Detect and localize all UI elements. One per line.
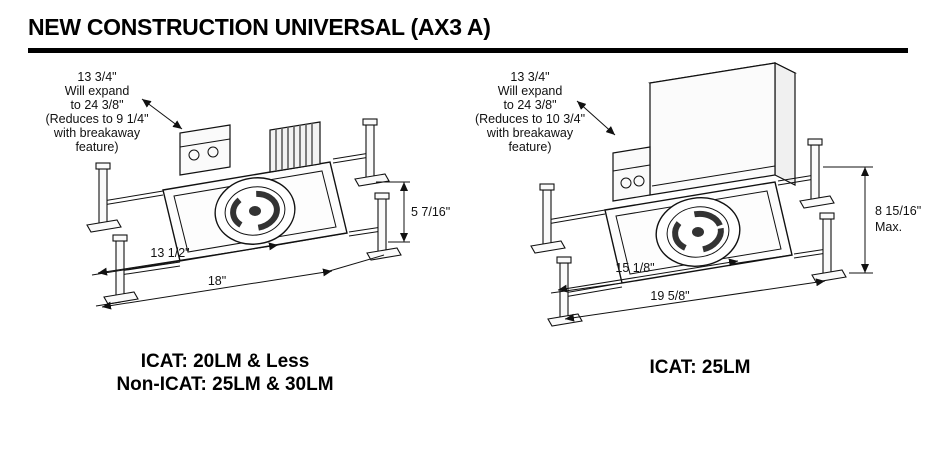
bracket-back-right (810, 144, 820, 206)
note-line: 13 3/4" (77, 70, 116, 84)
knockout-hole (188, 149, 200, 161)
junction-box (179, 124, 231, 176)
width-dimensions: 15 1/8" 19 5/8" (550, 254, 826, 322)
driver-box (269, 121, 321, 173)
height-dimension: 5 7/16" (376, 181, 450, 243)
bracket-back-right (365, 122, 375, 184)
bracket-top-plate (374, 192, 390, 200)
mounting-pan-inner-frame (615, 190, 782, 275)
bracket-top-plate (556, 256, 572, 264)
page-title: NEW CONSTRUCTION UNIVERSAL (AX3 A) (28, 14, 491, 40)
bracket-top-plate (95, 162, 111, 170)
bracket-foot (811, 269, 847, 283)
inner-width-dimension-label: 13 1/2" (150, 246, 189, 260)
bracket-back-left (542, 189, 552, 251)
bracket-front-left (559, 262, 569, 324)
height-dimension: 8 15/16" Max. (823, 166, 921, 274)
bracket-foot (799, 195, 835, 209)
outer-width-dimension-label: 18" (208, 274, 226, 288)
note-line: with breakaway (486, 126, 574, 140)
knockout-hole (633, 175, 645, 187)
note-line: feature) (508, 140, 551, 154)
junction-box (612, 146, 651, 202)
left-caption: ICAT: 20LM & Less Non-ICAT: 25LM & 30LM (55, 350, 395, 396)
note-line: to 24 3/8" (70, 98, 123, 112)
note-line: to 24 3/8" (503, 98, 556, 112)
knockout-hole (620, 177, 632, 189)
light-aperture (214, 177, 296, 245)
note-line: feature) (75, 140, 118, 154)
width-dimensions: 13 1/2" 18" (91, 232, 385, 310)
expansion-note: 13 3/4" Will expand to 24 3/8" (Reduces … (45, 70, 183, 154)
bracket-top-plate (362, 118, 378, 126)
right-housing-diagram: 13 3/4" Will expand to 24 3/8" (Reduces … (475, 62, 921, 327)
bracket-top-plate (807, 138, 823, 146)
bracket-front-right (822, 218, 832, 280)
left-caption-line1: ICAT: 20LM & Less (140, 351, 310, 372)
left-caption-line2: Non-ICAT: 25LM & 30LM (116, 374, 334, 395)
right-caption: ICAT: 25LM (550, 356, 850, 379)
knockout-hole (207, 146, 219, 158)
left-housing-diagram: 13 3/4" Will expand to 24 3/8" (Reduces … (45, 70, 450, 310)
bracket-front-right (377, 196, 387, 258)
inner-width-dimension-label: 15 1/8" (615, 261, 654, 275)
outer-width-dimension-label: 19 5/8" (650, 289, 689, 303)
expansion-dimension-arrow (141, 98, 183, 130)
title-underline (28, 48, 908, 53)
expansion-note: 13 3/4" Will expand to 24 3/8" (Reduces … (475, 70, 616, 154)
right-caption-line1: ICAT: 25LM (649, 357, 751, 378)
height-dimension-label: 5 7/16" (411, 205, 450, 219)
height-dimension-suffix: Max. (875, 220, 902, 234)
note-line: with breakaway (53, 126, 141, 140)
bracket-foot (547, 313, 583, 327)
note-line: (Reduces to 9 1/4" (45, 112, 148, 126)
light-aperture (655, 197, 741, 267)
reflector-swirl (230, 190, 280, 232)
bracket-foot (86, 219, 122, 233)
mounting-pan-inner-frame (173, 170, 337, 253)
expansion-dimension-arrow (576, 100, 616, 136)
bracket-back-left (98, 166, 108, 228)
bracket-foot (530, 240, 566, 254)
bracket-top-plate (112, 234, 128, 242)
aperture-center (692, 227, 704, 237)
note-line: 13 3/4" (510, 70, 549, 84)
height-dimension-label: 8 15/16" (875, 204, 921, 218)
bracket-top-plate (539, 183, 555, 191)
note-line: Will expand (498, 84, 563, 98)
reflector-swirl (672, 210, 724, 254)
note-line: Will expand (65, 84, 130, 98)
aperture-center (249, 206, 261, 216)
bracket-foot (354, 173, 390, 187)
tall-enclosure (648, 62, 797, 196)
note-line: (Reduces to 10 3/4" (475, 112, 585, 126)
bracket-top-plate (819, 212, 835, 220)
